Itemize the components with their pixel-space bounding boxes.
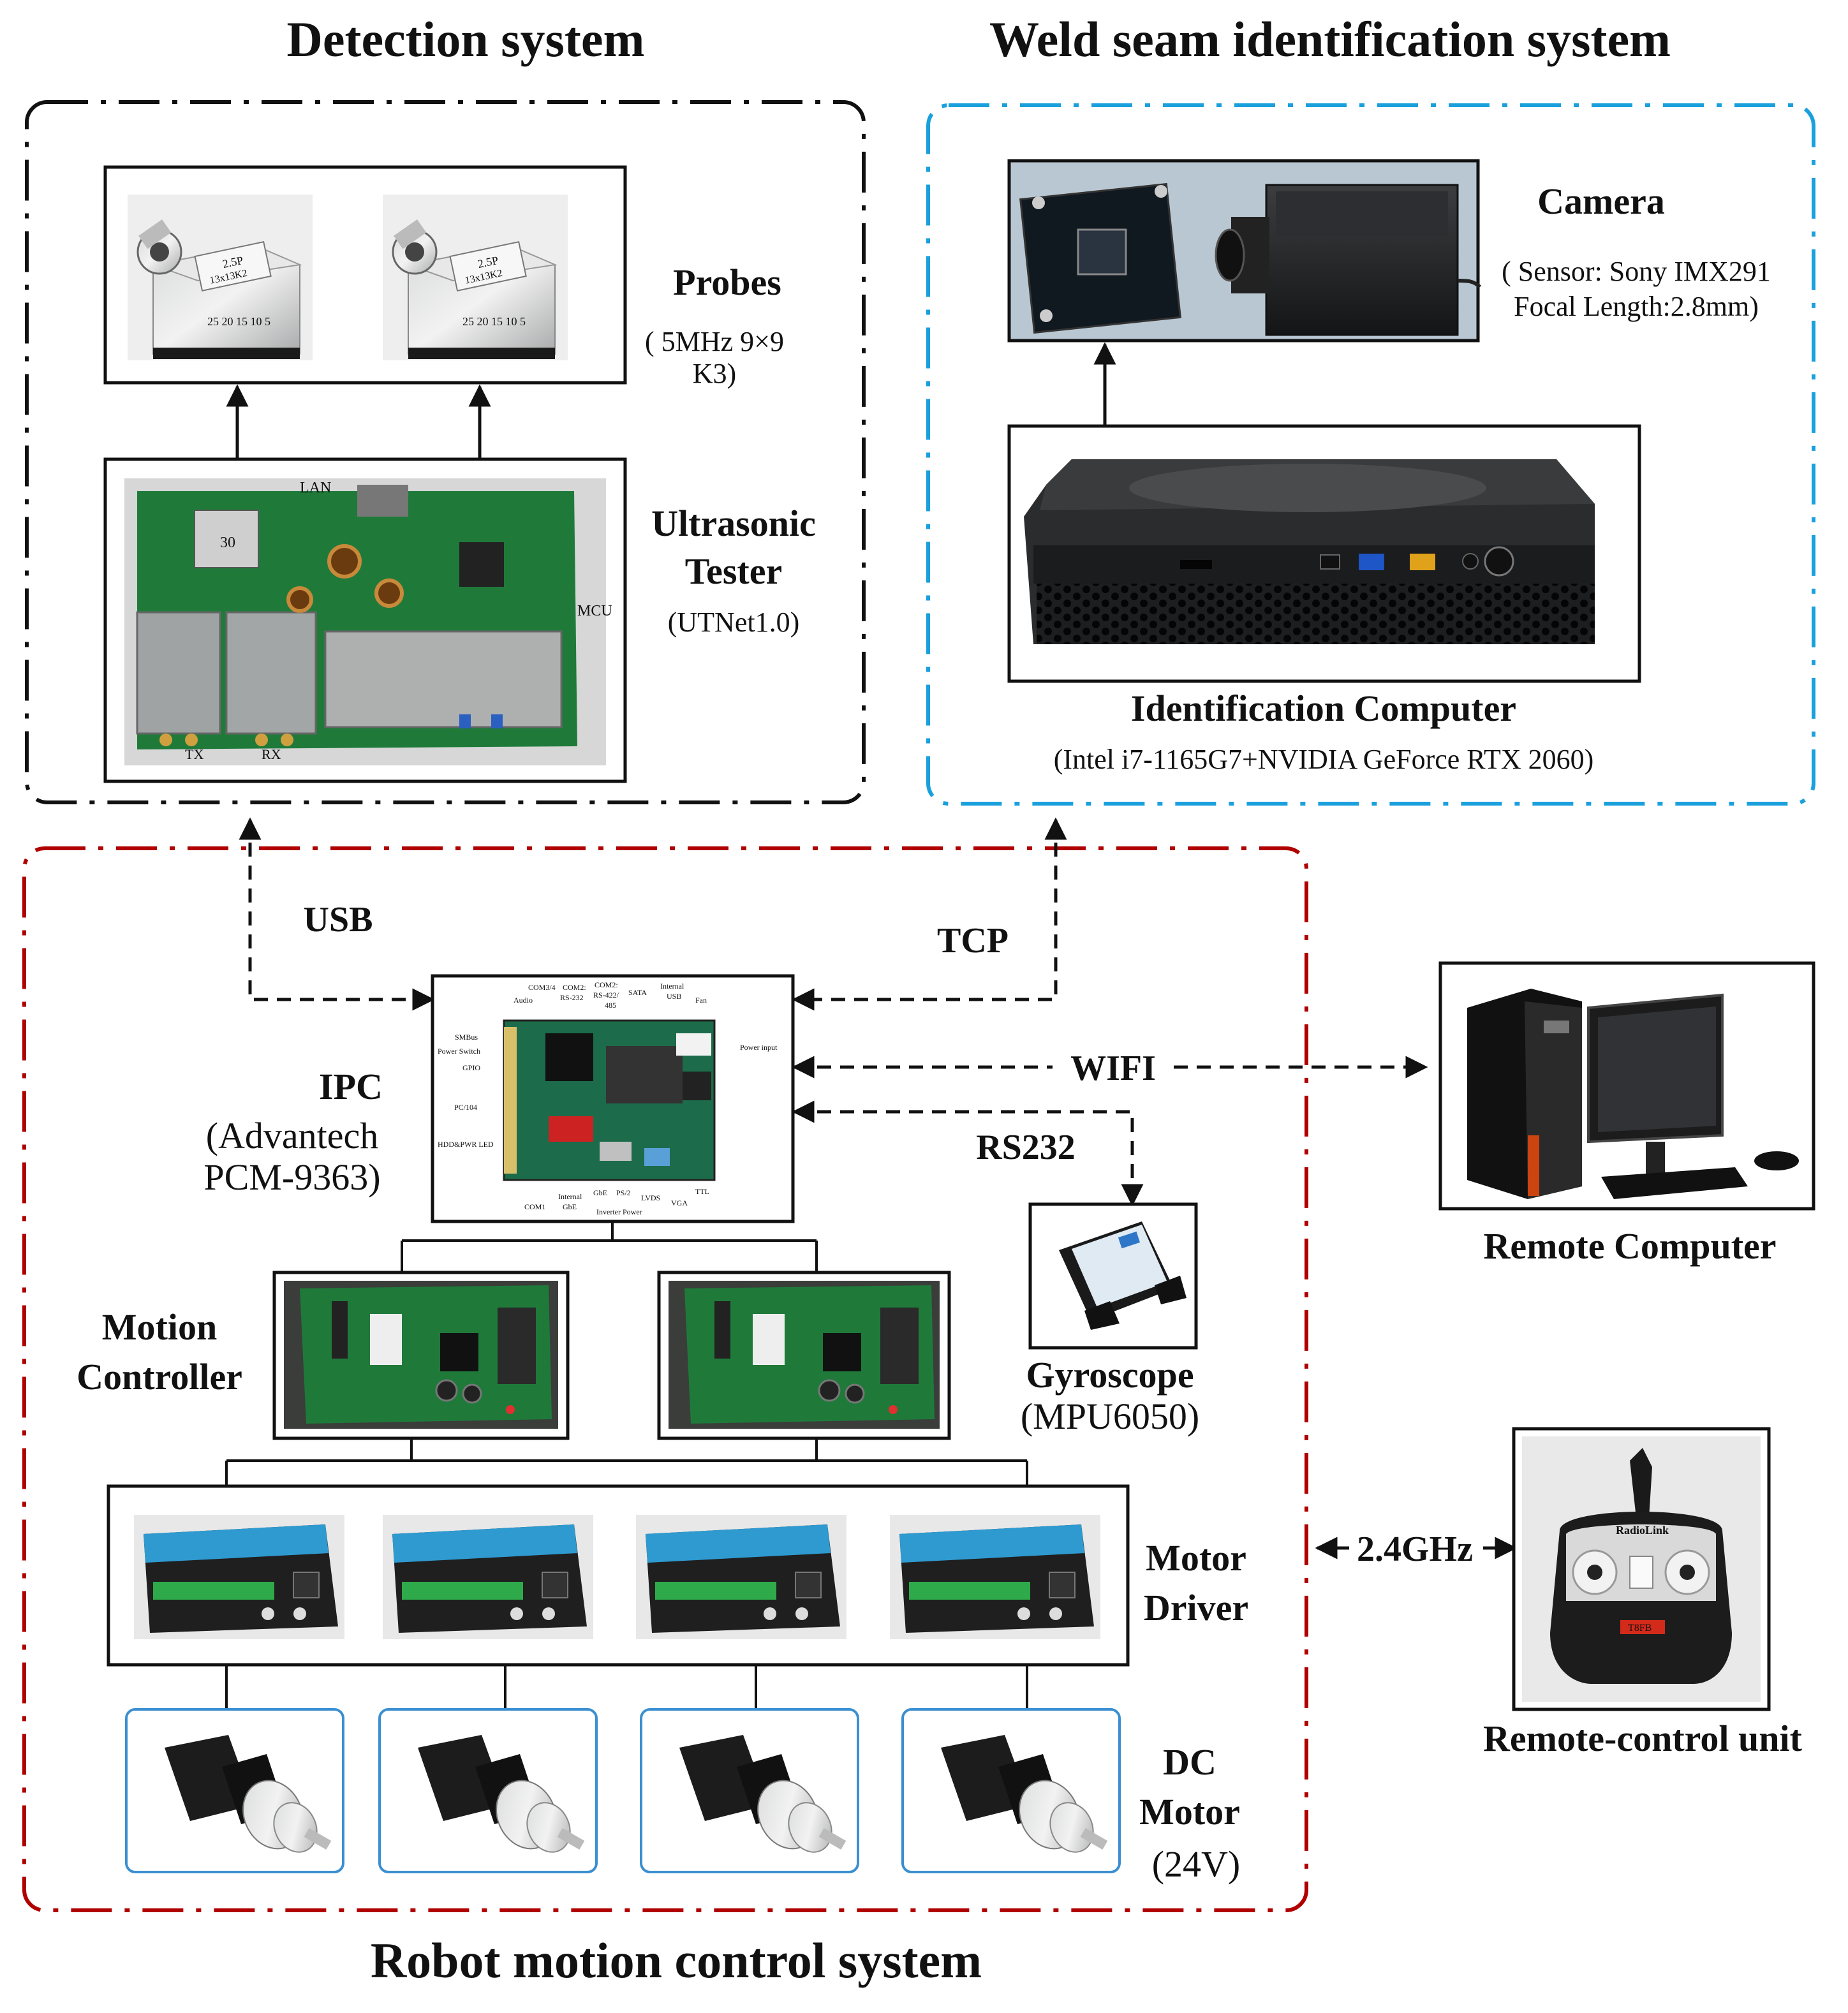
weld-system-title: Weld seam identification system xyxy=(989,11,1671,67)
svg-text:Fan: Fan xyxy=(695,996,707,1005)
dc-motor-2 xyxy=(378,1708,598,1873)
svg-text:HDD&PWR LED: HDD&PWR LED xyxy=(438,1140,494,1149)
svg-text:Internal: Internal xyxy=(558,1192,582,1201)
motor-driver-label-line2: Driver xyxy=(1144,1587,1248,1628)
ultrasonic-tester-label-line2: Tester xyxy=(685,550,782,592)
camera-label: Camera xyxy=(1537,181,1665,222)
ipc-spec-line1: (Advantech xyxy=(206,1115,379,1156)
camera-spec-line1: ( Sensor: Sony IMX291 xyxy=(1502,256,1771,287)
svg-text:Internal: Internal xyxy=(660,982,684,991)
usb-link-line xyxy=(239,817,435,1011)
dc-motor-spec: (24V) xyxy=(1152,1843,1241,1885)
svg-text:485: 485 xyxy=(605,1001,616,1010)
svg-text:25 20 15 10 5: 25 20 15 10 5 xyxy=(207,315,270,328)
svg-text:PS/2: PS/2 xyxy=(616,1188,631,1197)
gyroscope-spec: (MPU6050) xyxy=(1021,1396,1199,1437)
svg-text:PC/104: PC/104 xyxy=(454,1103,477,1112)
probe-image-left: 2.5P 13x13K2 25 20 15 10 5 xyxy=(128,195,313,360)
probe-image-right: 2.5P 13x13K2 25 20 15 10 5 xyxy=(383,195,568,360)
motion-controller-board-right xyxy=(669,1281,940,1429)
svg-text:LVDS: LVDS xyxy=(641,1193,660,1202)
motor-driver-image-1 xyxy=(134,1515,344,1639)
svg-text:Inverter Power: Inverter Power xyxy=(596,1207,642,1216)
robot-system-title: Robot motion control system xyxy=(371,1933,982,1988)
remote-control-label: Remote-control unit xyxy=(1483,1718,1803,1759)
svg-text:RS-232: RS-232 xyxy=(560,993,584,1002)
camera-spec-line2: Focal Length:2.8mm) xyxy=(1514,291,1759,322)
dc-motor-3 xyxy=(640,1708,859,1873)
ipc-to-controllers-connector xyxy=(401,1221,818,1272)
remote-control-image: RadioLink T8FB xyxy=(1522,1436,1761,1702)
tcp-link-label: TCP xyxy=(937,921,1009,961)
svg-text:Power input: Power input xyxy=(740,1043,778,1052)
dc-motor-1 xyxy=(125,1708,344,1873)
probes-spec-line2: K3) xyxy=(693,358,736,389)
drivers-to-motors-connector xyxy=(225,1665,1028,1709)
ipc-spec-line2: PCM-9363) xyxy=(203,1156,380,1198)
svg-text:30: 30 xyxy=(220,535,235,551)
svg-text:RX: RX xyxy=(262,746,281,762)
usb-link-label: USB xyxy=(304,900,373,940)
rs232-link-line xyxy=(792,1100,1144,1207)
svg-text:GPIO: GPIO xyxy=(462,1063,480,1072)
motion-controller-label-line1: Motion xyxy=(102,1306,217,1348)
weld-system-border xyxy=(926,103,1815,806)
svg-text:Audio: Audio xyxy=(514,996,533,1005)
svg-text:TX: TX xyxy=(185,746,203,762)
svg-text:GbE: GbE xyxy=(593,1188,607,1197)
identification-computer-image xyxy=(1024,459,1595,644)
remote-computer-image xyxy=(1467,989,1799,1199)
svg-text:USB: USB xyxy=(667,992,681,1001)
remote-computer-label: Remote Computer xyxy=(1483,1225,1776,1267)
svg-text:Power Switch: Power Switch xyxy=(438,1047,480,1056)
ghz-link-label: 2.4GHz xyxy=(1357,1530,1473,1569)
ipc-label: IPC xyxy=(319,1066,383,1107)
svg-text:COM2:: COM2: xyxy=(563,983,586,992)
probes-label: Probes xyxy=(673,262,781,303)
svg-text:T8FB: T8FB xyxy=(1628,1623,1652,1633)
svg-text:25 20 15 10 5: 25 20 15 10 5 xyxy=(462,315,526,328)
motor-driver-label-line1: Motor xyxy=(1146,1537,1246,1579)
robot-system-border xyxy=(22,846,1308,1912)
detection-system-title: Detection system xyxy=(287,11,645,67)
svg-text:COM1: COM1 xyxy=(524,1202,545,1211)
gyroscope-label: Gyroscope xyxy=(1026,1354,1194,1396)
identification-computer-label: Identification Computer xyxy=(1131,688,1516,729)
motor-driver-image-2 xyxy=(383,1515,593,1639)
svg-text:GbE: GbE xyxy=(563,1202,577,1211)
wifi-link-label: WIFI xyxy=(1070,1049,1156,1088)
svg-text:VGA: VGA xyxy=(671,1198,688,1207)
svg-text:SATA: SATA xyxy=(628,988,647,997)
ultrasonic-tester-spec: (UTNet1.0) xyxy=(668,607,800,638)
camera-image xyxy=(1019,182,1482,336)
tcp-link-line xyxy=(792,817,1067,1011)
motion-controller-board-left xyxy=(284,1281,558,1429)
ultrasonic-tester-board-image: 30 LAN MCU TX RX xyxy=(124,478,612,765)
gyroscope-image xyxy=(1059,1221,1186,1330)
svg-text:RadioLink: RadioLink xyxy=(1616,1524,1669,1537)
dc-motor-label-line2: Motor xyxy=(1139,1791,1240,1832)
svg-text:COM2:: COM2: xyxy=(595,980,618,989)
probes-spec-line1: ( 5MHz 9×9 xyxy=(645,326,784,357)
controllers-to-drivers-connector xyxy=(225,1438,1028,1486)
svg-text:MCU: MCU xyxy=(577,603,612,619)
ipc-board-image: COM3/4 COM2: RS-232 COM2: RS-422/ 485 SA… xyxy=(438,980,778,1216)
dc-motor-label-line1: DC xyxy=(1163,1741,1216,1783)
rs232-link-label: RS232 xyxy=(976,1128,1076,1167)
motion-controller-label-line2: Controller xyxy=(77,1356,242,1397)
motor-driver-image-4 xyxy=(890,1515,1100,1639)
svg-text:LAN: LAN xyxy=(300,480,331,496)
detection-system-border xyxy=(25,100,866,804)
svg-text:SMBus: SMBus xyxy=(455,1033,478,1042)
svg-text:RS-422/: RS-422/ xyxy=(593,991,619,999)
svg-text:TTL: TTL xyxy=(695,1187,709,1196)
motor-driver-image-3 xyxy=(636,1515,846,1639)
dc-motor-4 xyxy=(901,1708,1121,1873)
svg-text:COM3/4: COM3/4 xyxy=(528,983,556,992)
ultrasonic-tester-label-line1: Ultrasonic xyxy=(651,503,816,544)
identification-computer-spec: (Intel i7-1165G7+NVIDIA GeForce RTX 2060… xyxy=(1054,744,1594,775)
